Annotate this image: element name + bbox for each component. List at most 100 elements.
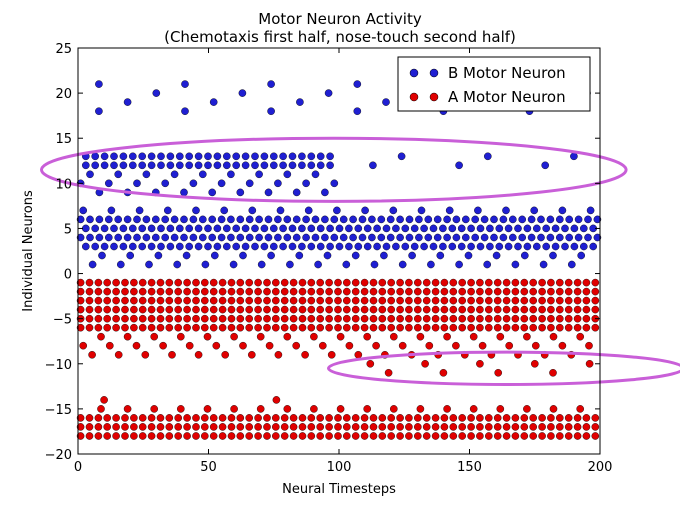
a-neuron-point (165, 414, 174, 422)
b-neuron-point (377, 215, 386, 224)
a-neuron-point (413, 432, 422, 440)
a-neuron-point (547, 296, 555, 305)
b-neuron-point (445, 206, 454, 215)
b-neuron-point (236, 215, 245, 224)
b-neuron-point (296, 98, 304, 106)
b-neuron-point (549, 251, 557, 260)
b-neuron-point (232, 152, 240, 161)
a-neuron-point (405, 432, 413, 440)
a-neuron-point (203, 405, 212, 413)
a-neuron-point (165, 305, 174, 314)
b-neuron-point (288, 152, 297, 161)
b-neuron-point (330, 179, 339, 188)
b-neuron-point (245, 179, 254, 188)
a-neuron-point (467, 314, 475, 323)
a-neuron-point (564, 296, 573, 305)
a-neuron-point (396, 305, 404, 314)
b-neuron-point (574, 215, 583, 224)
b-neuron-point (91, 224, 99, 233)
a-neuron-point (413, 305, 422, 314)
a-neuron-point (396, 432, 404, 440)
b-neuron-point (151, 233, 160, 242)
b-neuron-point (316, 152, 325, 161)
a-neuron-point (103, 432, 111, 440)
a-neuron-point (520, 278, 529, 287)
a-neuron-point (147, 296, 156, 305)
b-neuron-point (405, 233, 414, 242)
b-neuron-point (180, 188, 188, 197)
b-neuron-point (480, 233, 489, 242)
b-neuron-point (392, 224, 400, 233)
b-neuron-point (100, 152, 109, 161)
b-neuron-point (373, 224, 381, 233)
a-neuron-point (582, 305, 591, 314)
a-neuron-point (130, 432, 138, 440)
a-neuron-point (422, 278, 431, 287)
b-neuron-point (239, 251, 247, 260)
a-neuron-point (538, 278, 546, 287)
a-neuron-point (582, 323, 591, 332)
a-neuron-point (200, 323, 209, 332)
b-neuron-point (326, 152, 334, 161)
a-neuron-point (520, 314, 529, 323)
b-neuron-point (420, 242, 428, 251)
a-neuron-point (265, 341, 274, 350)
b-neuron-point (170, 233, 179, 242)
b-neuron-point (76, 233, 85, 242)
a-neuron-point (378, 423, 387, 431)
a-neuron-point (547, 423, 555, 431)
a-neuron-point (564, 432, 573, 440)
a-neuron-point (165, 314, 174, 323)
a-neuron-point (271, 323, 280, 332)
b-neuron-point (251, 152, 259, 161)
b-neuron-point (269, 152, 278, 161)
a-neuron-point (342, 323, 351, 332)
a-neuron-point (416, 332, 425, 341)
b-neuron-point (166, 224, 175, 233)
a-neuron-point (156, 314, 165, 323)
a-neuron-point (263, 287, 271, 296)
b-neuron-point (288, 224, 297, 233)
a-neuron-point (467, 432, 475, 440)
b-neuron-point (321, 215, 329, 224)
a-neuron-point (529, 305, 538, 314)
a-neuron-point (94, 305, 103, 314)
y-tick-label: −20 (45, 448, 72, 463)
b-neuron-point (556, 215, 564, 224)
b-neuron-point (527, 233, 536, 242)
a-neuron-point (449, 278, 458, 287)
b-neuron-point (558, 206, 567, 215)
a-neuron-point (556, 414, 564, 422)
a-neuron-point (502, 432, 511, 440)
a-neuron-point (298, 278, 307, 287)
b-neuron-point (495, 242, 504, 251)
a-neuron-point (458, 414, 467, 422)
a-neuron-point (369, 314, 378, 323)
a-neuron-point (200, 423, 209, 431)
b-neuron-point (415, 233, 423, 242)
a-neuron-point (112, 287, 120, 296)
a-neuron-point (103, 287, 111, 296)
a-neuron-point (200, 305, 209, 314)
a-neuron-point (245, 296, 253, 305)
b-neuron-point (110, 161, 118, 170)
b-neuron-point (377, 233, 386, 242)
a-neuron-point (458, 323, 467, 332)
b-neuron-point (570, 224, 579, 233)
a-neuron-point (138, 323, 147, 332)
a-neuron-point (138, 287, 147, 296)
a-neuron-point (271, 287, 280, 296)
a-neuron-point (336, 332, 345, 341)
a-neuron-point (85, 323, 94, 332)
a-neuron-point (218, 287, 227, 296)
a-neuron-point (325, 414, 333, 422)
a-neuron-point (502, 323, 511, 332)
a-neuron-point (387, 305, 396, 314)
b-neuron-point (533, 242, 541, 251)
a-neuron-point (387, 287, 396, 296)
a-neuron-point (130, 278, 138, 287)
b-neuron-point (204, 152, 212, 161)
a-neuron-point (97, 332, 105, 341)
b-neuron-point (324, 89, 333, 97)
a-neuron-point (360, 323, 369, 332)
